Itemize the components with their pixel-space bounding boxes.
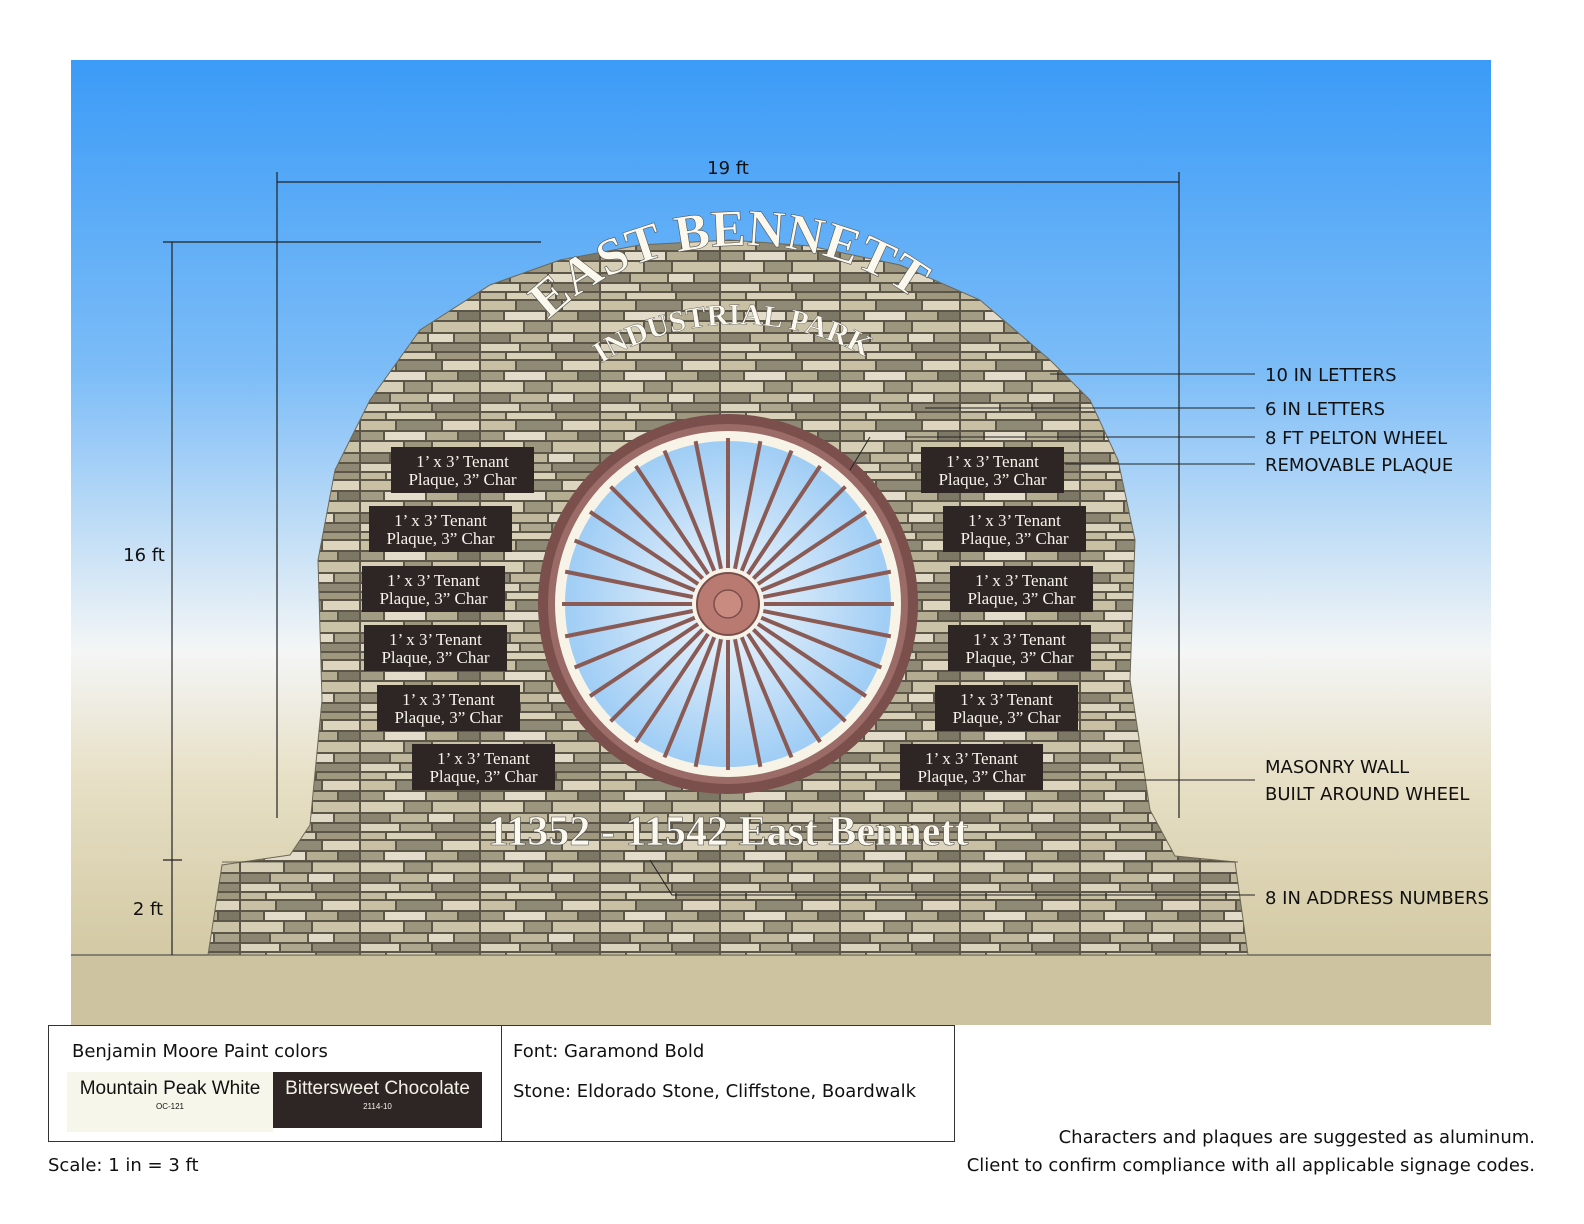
- wheel-spoke: [732, 636, 763, 768]
- wheel-spoke: [750, 626, 847, 723]
- stone-spec: Stone: Eldorado Stone, Cliffstone, Board…: [513, 1081, 917, 1102]
- plaque-text: Plaque, 3” Char: [429, 767, 537, 786]
- paint-heading: Benjamin Moore Paint colors: [72, 1041, 328, 1062]
- font-spec: Font: Garamond Bold: [513, 1041, 705, 1062]
- note-compliance: Client to confirm compliance with all ap…: [966, 1155, 1535, 1176]
- plaque-text: 1’ x 3’ Tenant: [925, 749, 1018, 768]
- plaque-text: Plaque, 3” Char: [967, 589, 1075, 608]
- wheel-spoke: [634, 631, 711, 744]
- wheel-spoke: [758, 615, 883, 670]
- base-dimension-label: 2 ft: [133, 899, 163, 920]
- swatch-mountain-peak-white: Mountain Peak White OC-121: [67, 1072, 273, 1132]
- plaque-text: Plaque, 3” Char: [394, 708, 502, 727]
- plaque-text: 1’ x 3’ Tenant: [437, 749, 530, 768]
- note-aluminum: Characters and plaques are suggested as …: [1058, 1127, 1535, 1148]
- wheel-spoke: [588, 621, 701, 698]
- wheel-spoke: [760, 608, 892, 639]
- wheel-spoke: [745, 464, 822, 577]
- plaque-text: Plaque, 3” Char: [938, 470, 1046, 489]
- address-text: 11352 - 11542 East Bennett: [488, 809, 969, 855]
- plaque-text: Plaque, 3” Char: [917, 767, 1025, 786]
- swatch-name: Bittersweet Chocolate: [285, 1078, 470, 1099]
- callout-6in-letters: 6 IN LETTERS: [1265, 399, 1385, 420]
- ground: [71, 955, 1491, 1025]
- plaque-text: Plaque, 3” Char: [965, 648, 1073, 667]
- wheel-spoke: [732, 440, 763, 572]
- plaque-text: 1’ x 3’ Tenant: [394, 511, 487, 530]
- plaque-text: 1’ x 3’ Tenant: [387, 571, 480, 590]
- wheel-spoke: [564, 569, 696, 600]
- swatch-code: OC-121: [155, 1102, 184, 1111]
- materials-box: [501, 1025, 955, 1142]
- plaque-text: 1’ x 3’ Tenant: [968, 511, 1061, 530]
- plaque-text: 1’ x 3’ Tenant: [946, 452, 1039, 471]
- plaque-text: Plaque, 3” Char: [960, 529, 1068, 548]
- wheel-spoke: [662, 449, 717, 574]
- wheel-spoke: [588, 510, 701, 587]
- wheel-spoke: [564, 608, 696, 639]
- plaque-text: Plaque, 3” Char: [381, 648, 489, 667]
- wheel-spoke: [609, 485, 706, 582]
- plaque-text: Plaque, 3” Char: [952, 708, 1060, 727]
- swatch-name: Mountain Peak White: [79, 1078, 261, 1099]
- swatch-code: 2114-10: [363, 1102, 392, 1111]
- wheel-spoke: [755, 621, 868, 698]
- swatch-bittersweet-chocolate: Bittersweet Chocolate 2114-10: [273, 1072, 482, 1128]
- wheel-spoke: [573, 615, 698, 670]
- pelton-wheel: [538, 414, 918, 794]
- wheel-spoke: [693, 636, 724, 768]
- callout-address-numbers: 8 IN ADDRESS NUMBERS: [1265, 888, 1489, 909]
- plaque-text: 1’ x 3’ Tenant: [389, 630, 482, 649]
- width-dimension-label: 19 ft: [707, 158, 749, 179]
- plaque-text: 1’ x 3’ Tenant: [416, 452, 509, 471]
- callout-built-around-wheel: BUILT AROUND WHEEL: [1265, 784, 1469, 805]
- plaque-text: Plaque, 3” Char: [386, 529, 494, 548]
- wheel-spoke: [634, 464, 711, 577]
- wheel-spoke: [760, 569, 892, 600]
- plaque-text: 1’ x 3’ Tenant: [973, 630, 1066, 649]
- plaque-text: 1’ x 3’ Tenant: [960, 690, 1053, 709]
- wheel-spoke: [739, 449, 794, 574]
- plaque-text: 1’ x 3’ Tenant: [975, 571, 1068, 590]
- wheel-spoke: [750, 485, 847, 582]
- wheel-spoke: [662, 634, 717, 759]
- wheel-spoke: [573, 538, 698, 593]
- plaque-text: 1’ x 3’ Tenant: [402, 690, 495, 709]
- wheel-spoke: [609, 626, 706, 723]
- scale-label: Scale: 1 in = 3 ft: [48, 1155, 199, 1176]
- callout-10in-letters: 10 IN LETTERS: [1265, 365, 1397, 386]
- height-dimension-label: 16 ft: [123, 545, 165, 566]
- callout-leaders: [649, 373, 1255, 896]
- wheel-spoke: [745, 631, 822, 744]
- callout-pelton-wheel: 8 FT PELTON WHEEL: [1265, 428, 1447, 449]
- dimension-lines: [163, 172, 1180, 955]
- callout-removable-plaque: REMOVABLE PLAQUE: [1265, 455, 1453, 476]
- wheel-spoke: [739, 634, 794, 759]
- wheel-spoke: [758, 538, 883, 593]
- plaque-text: Plaque, 3” Char: [379, 589, 487, 608]
- wheel-spoke: [755, 510, 868, 587]
- wheel-spoke: [693, 440, 724, 572]
- callout-masonry-wall: MASONRY WALL: [1265, 757, 1409, 778]
- plaque-text: Plaque, 3” Char: [408, 470, 516, 489]
